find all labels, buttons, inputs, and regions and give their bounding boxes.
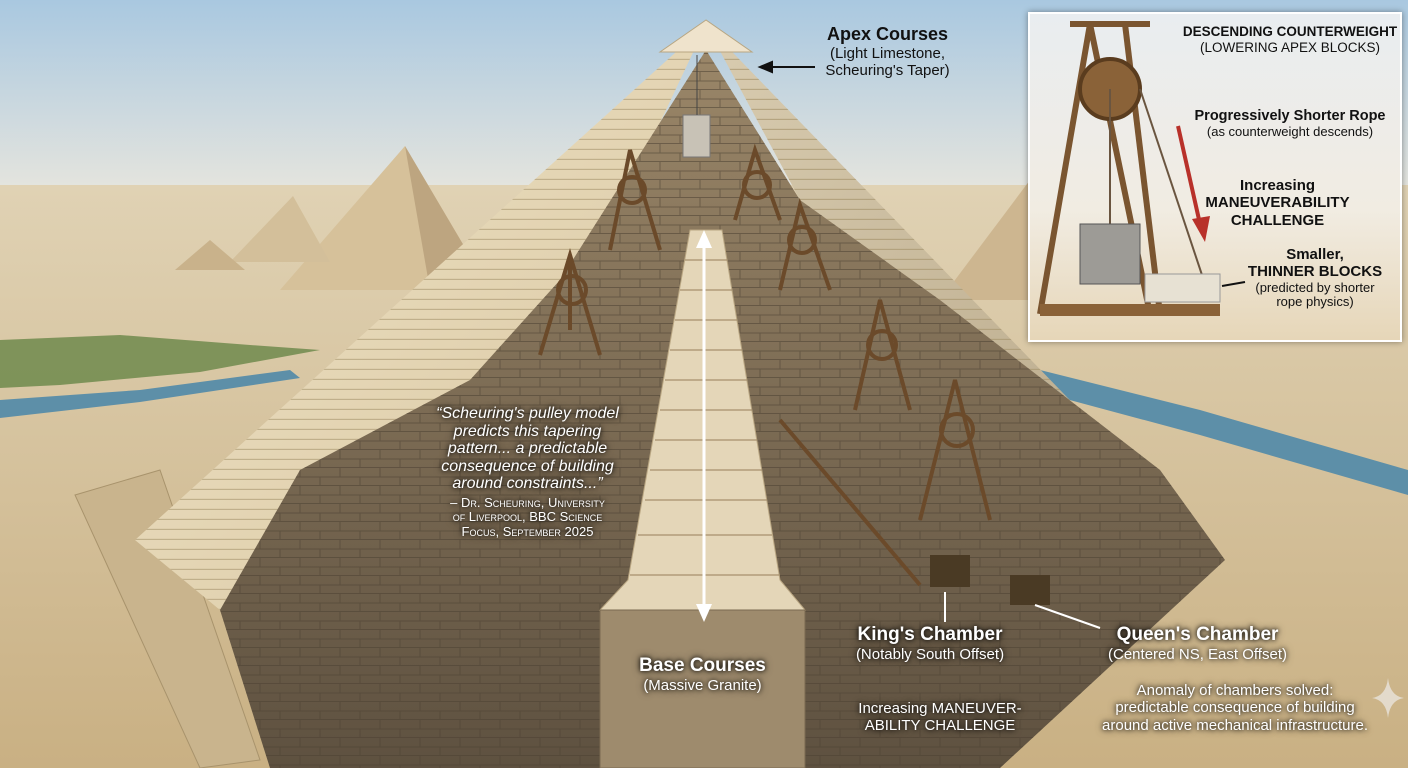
- pulley-crane-illustration: [1037, 21, 1246, 316]
- blocks-sub-1: (predicted by shorter: [1255, 279, 1375, 295]
- counterweight-title: DESCENDING COUNTERWEIGHT: [1182, 24, 1398, 39]
- kings-sub: (Notably South Offset): [855, 645, 1005, 663]
- quote-line: predicts this tapering: [453, 422, 602, 440]
- pulley-inset-panel: DESCENDING COUNTERWEIGHT (LOWERING APEX …: [1028, 12, 1402, 342]
- kings-chamber-label: King's Chamber (Notably South Offset): [835, 624, 1025, 663]
- apex-courses-label: Apex Courses (Light Limestone, Scheuring…: [800, 24, 975, 79]
- enclosure-wall: [74, 469, 261, 768]
- core-steps: [630, 259, 780, 576]
- inset-maneuver-line: MANEUVERABILITY: [1205, 194, 1350, 212]
- capstone: [658, 19, 754, 53]
- rope-sub: (as counterweight descends): [1206, 123, 1374, 139]
- red-descent-arrow: [1176, 125, 1202, 225]
- quote-line: consequence of building: [441, 457, 614, 475]
- counterweight: [1079, 223, 1141, 285]
- background-pyramid-small: [175, 240, 245, 270]
- maneuverability-note: Increasing MANEUVER- ABILITY CHALLENGE: [840, 700, 1040, 735]
- scheuring-quote: “Scheuring's pulley model predicts this …: [415, 405, 640, 539]
- anomaly-conclusion: Anomaly of chambers solved: predictable …: [1085, 682, 1385, 734]
- base-courses-block: [599, 609, 806, 768]
- quote-line: pattern... a predictable: [447, 440, 608, 458]
- thinner-blocks-label: Smaller, THINNER BLOCKS (predicted by sh…: [1230, 246, 1400, 310]
- background-pyramid-medium: [230, 196, 330, 262]
- queens-chamber-opening: [1010, 575, 1050, 605]
- apex-pointer: [757, 60, 815, 74]
- apex-sub-1: (Light Limestone,: [829, 44, 946, 62]
- background-pyramid-right: [940, 180, 1030, 300]
- inset-maneuver-line: Increasing: [1239, 177, 1316, 194]
- blocks-title-2: THINNER BLOCKS: [1247, 263, 1383, 281]
- counterweight-sub: (LOWERING APEX BLOCKS): [1199, 39, 1381, 55]
- queens-sub: (Centered NS, East Offset): [1108, 645, 1287, 663]
- height-arrow: [696, 230, 712, 622]
- anomaly-line: around active mechanical infrastructure.: [1102, 716, 1368, 734]
- hanging-block: [682, 114, 711, 158]
- inset-maneuver-line: CHALLENGE: [1230, 211, 1325, 229]
- vegetation: [0, 335, 320, 388]
- queens-title: Queen's Chamber: [1116, 624, 1279, 645]
- nile-river-left: [0, 370, 300, 418]
- base-courses-label: Base Courses (Massive Granite): [600, 655, 805, 694]
- blocks-title-1: Smaller,: [1286, 246, 1344, 263]
- anomaly-line: Anomaly of chambers solved:: [1136, 682, 1334, 699]
- counterweight-label: DESCENDING COUNTERWEIGHT (LOWERING APEX …: [1180, 24, 1400, 55]
- quote-line: “Scheuring's pulley model: [436, 405, 619, 422]
- attribution-line: Focus, September 2025: [461, 523, 594, 539]
- apex-title: Apex Courses: [826, 24, 949, 44]
- queens-chamber-pointer: [1034, 604, 1101, 629]
- attribution-line: – Dr. Scheuring, University: [450, 494, 605, 510]
- maneuver-line: Increasing MANEUVER-: [858, 700, 1022, 717]
- rope-title: Progressively Shorter Rope: [1194, 108, 1386, 124]
- thin-blocks: [1144, 273, 1221, 303]
- inset-maneuver-label: Increasing MANEUVERABILITY CHALLENGE: [1195, 177, 1360, 229]
- wooden-cranes: [538, 143, 992, 587]
- anomaly-line: predictable consequence of building: [1115, 699, 1355, 717]
- kings-title: King's Chamber: [857, 624, 1003, 645]
- rope-label: Progressively Shorter Rope (as counterwe…: [1180, 108, 1400, 140]
- kings-chamber-opening: [930, 555, 970, 587]
- queens-chamber-label: Queen's Chamber (Centered NS, East Offse…: [1090, 624, 1305, 663]
- quote-line: around constraints...”: [452, 475, 603, 493]
- nile-river-right: [1040, 370, 1408, 495]
- apex-sub-2: Scheuring's Taper): [825, 61, 950, 79]
- base-title: Base Courses: [639, 655, 766, 676]
- maneuver-line: ABILITY CHALLENGE: [864, 717, 1016, 735]
- base-sub: (Massive Granite): [643, 676, 762, 694]
- blocks-sub-2: rope physics): [1276, 294, 1354, 310]
- sparkle-icon: [1372, 678, 1404, 718]
- attribution-line: of Liverpool, BBC Science: [452, 509, 603, 525]
